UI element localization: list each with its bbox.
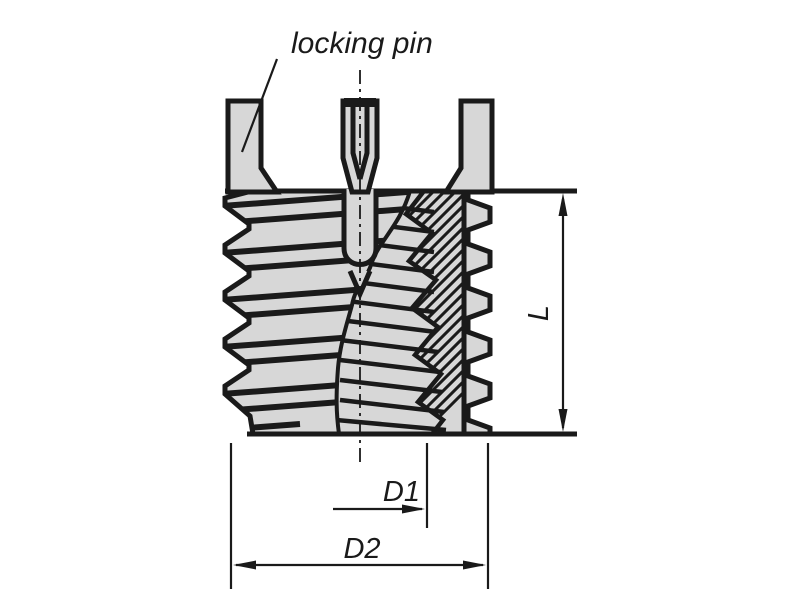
locking-pin-right	[441, 98, 495, 195]
break-line	[334, 191, 412, 434]
dimension-L: L	[523, 193, 568, 432]
dim-L-label: L	[523, 305, 555, 321]
dim-L-arrow-down	[558, 409, 568, 432]
dimension-D2: D2	[233, 533, 486, 570]
internal-thread-profile	[402, 191, 447, 434]
dim-D1-label: D1	[383, 476, 420, 508]
insert-body	[222, 188, 577, 437]
callout-label: locking pin	[291, 27, 433, 60]
dim-L-arrow-up	[558, 193, 568, 216]
body-outline	[222, 188, 493, 437]
dim-D2-arrow-left	[233, 560, 256, 570]
section-region	[334, 191, 490, 434]
extension-lines	[229, 443, 490, 589]
callout-leader-line	[240, 58, 279, 153]
dim-D1-arrow	[402, 504, 425, 514]
locking-pin-left	[225, 98, 282, 195]
dimension-D1: D1	[333, 476, 425, 514]
dim-D2-arrow-right	[463, 560, 486, 570]
callout-locking-pin: locking pin	[240, 27, 433, 153]
dim-D2-label: D2	[343, 533, 380, 565]
